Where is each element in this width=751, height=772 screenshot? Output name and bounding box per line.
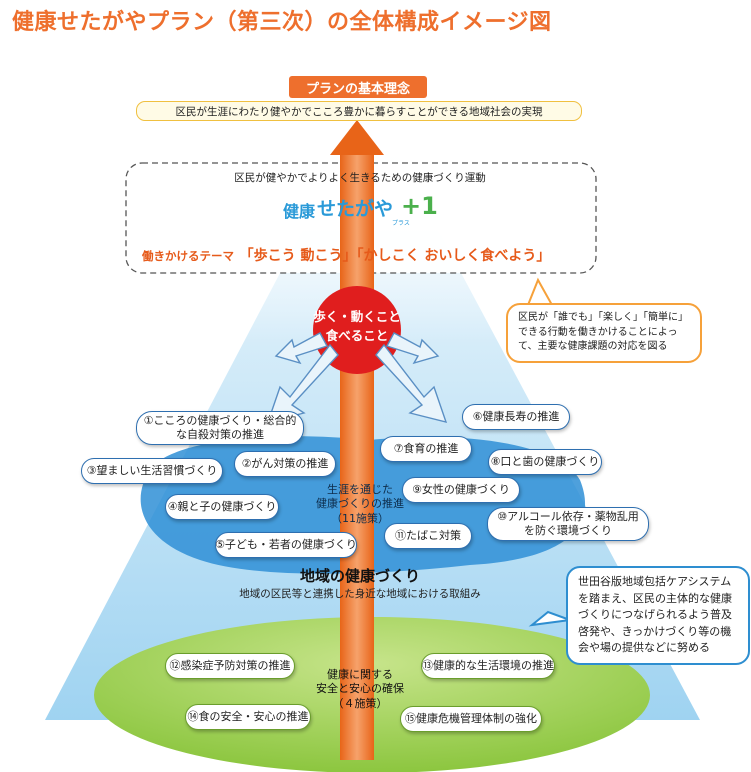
note-top: 区民が「誰でも」「楽しく」「簡単に」できる行動を働きかけることによって、主要な健… [506,303,702,363]
community-sub: 地域の区民等と連携した身近な地域における取組み [239,588,481,600]
philosophy-label: プランの基本理念 [289,76,427,98]
movement-logo: 健康 せたがや プラス +1 [283,192,443,234]
measure-2: ②がん対策の推進 [234,451,336,477]
safety-measure-14: ⑭食の安全・安心の推進 [185,704,311,730]
safety-line-2: 安全と安心の確保 [316,682,404,696]
measure-11: ⑪たばこ対策 [384,523,472,549]
lifetime-line-2: 健康づくりの推進 [316,497,404,511]
lifetime-text: 生涯を通じた 健康づくりの推進 （11施策） [300,483,420,526]
logo-setagaya: せたがや [317,198,394,220]
page-title: 健康せたがやプラン（第三次）の全体構成イメージ図 [12,10,552,35]
movement-text: 区民が健やかでよりよく生きるための健康づくり運動 [234,172,486,184]
logo-kenko: 健康 [283,202,316,221]
safety-measure-13: ⑬健康的な生活環境の推進 [421,653,555,679]
main-arrow-head [330,120,384,155]
theme-text: 「歩こう 動こう」「かしこく おいしく食べよう」 [239,248,551,264]
measure-7: ⑦食育の推進 [380,436,472,462]
measure-9: ⑨女性の健康づくり [402,477,520,503]
measure-8: ⑧口と歯の健康づくり [488,449,602,475]
theme-label: 働きかけるテーマ [142,249,234,263]
logo-plus-one: +1 [401,192,438,220]
measure-1: ①こころの健康づくり・総合的な自殺対策の推進 [136,411,304,445]
philosophy-text: 区民が生涯にわたり健やかでこころ豊かに暮らすことができる地域社会の実現 [136,101,582,121]
safety-measure-12: ⑫感染症予防対策の推進 [165,653,295,679]
safety-text: 健康に関する 安全と安心の確保 （４施策） [300,668,420,711]
note-right: 世田谷版地域包括ケアシステムを踏まえ、区民の主体的な健康づくりにつなげられるよう… [566,566,750,665]
logo-plus: プラス [392,220,410,227]
safety-line-1: 健康に関する [327,668,393,681]
lifetime-line-3: （11施策） [331,511,389,525]
core-circle-text: 歩く・動くこと 食べること [313,307,401,346]
safety-line-3: （４施策） [332,696,388,710]
measure-5: ⑤子ども・若者の健康づくり [215,532,357,558]
measure-6: ⑥健康長寿の推進 [462,404,570,430]
core-line-1: 歩く・動くこと [313,309,401,324]
measure-4: ④親と子の健康づくり [165,494,279,520]
core-line-2: 食べること [325,328,389,344]
lifetime-line-1: 生涯を通じた [327,483,393,496]
measure-10: ⑩アルコール依存・薬物乱用を防ぐ環境づくり [487,507,649,541]
main-arrow-shaft [340,150,374,760]
measure-3: ③望ましい生活習慣づくり [81,458,223,484]
safety-measure-15: ⑮健康危機管理体制の強化 [400,706,542,732]
theme-row: 働きかけるテーマ 「歩こう 動こう」「かしこく おいしく食べよう」 [142,245,582,265]
community-title: 地域の健康づくり [299,567,420,585]
